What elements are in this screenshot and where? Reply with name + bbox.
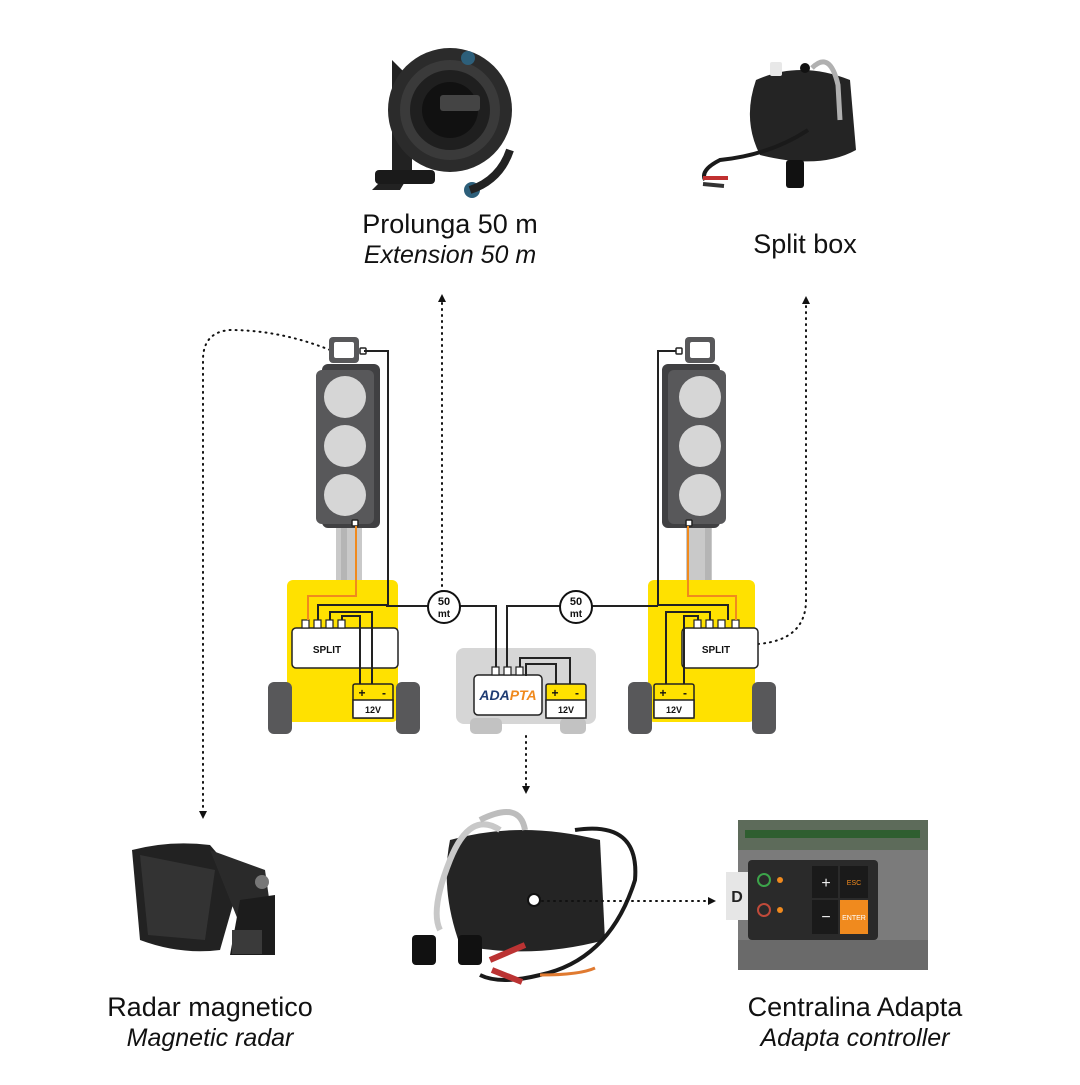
extension-title: Prolunga 50 m xyxy=(362,209,538,239)
radar-image xyxy=(132,843,275,955)
left-battery-plus: + xyxy=(358,686,365,700)
right-battery-plus: + xyxy=(659,686,666,700)
caption-radar: Radar magnetico Magnetic radar xyxy=(80,991,340,1053)
radar-subtitle: Magnetic radar xyxy=(126,1024,294,1053)
right-battery-label: 12V xyxy=(666,705,682,715)
split-box-image xyxy=(702,59,856,188)
caption-split-box: Split box xyxy=(700,228,910,260)
cable-badge-left: 50 mt xyxy=(427,590,461,624)
svg-text:ESC: ESC xyxy=(847,880,861,887)
radar-title: Radar magnetico xyxy=(107,992,313,1022)
controller-subtitle: Adapta controller xyxy=(760,1024,950,1053)
center-device-image xyxy=(412,809,638,985)
controller-title: Centralina Adapta xyxy=(747,992,963,1022)
svg-text:ENTER: ENTER xyxy=(842,915,866,922)
right-split-label: SPLIT xyxy=(702,645,730,656)
caption-controller: Centralina Adapta Adapta controller xyxy=(720,991,990,1053)
adapta-logo: ADAPTA xyxy=(478,687,536,703)
right-battery-minus: - xyxy=(683,686,687,700)
center-battery-label: 12V xyxy=(558,705,574,715)
left-battery-minus: - xyxy=(382,686,386,700)
cable-badge-right: 50 mt xyxy=(559,590,593,624)
svg-text:−: − xyxy=(821,909,830,926)
extension-subtitle: Extension 50 m xyxy=(363,241,537,270)
center-adapta-unit: ADAPTA + - 12V xyxy=(456,648,596,734)
caption-extension: Prolunga 50 m Extension 50 m xyxy=(330,208,570,270)
left-battery-label: 12V xyxy=(365,705,381,715)
cable-reel-image xyxy=(372,48,514,198)
svg-text:mt: mt xyxy=(438,609,451,620)
svg-text:D: D xyxy=(731,889,743,906)
svg-text:50: 50 xyxy=(570,596,582,608)
right-traffic-unit: SPLIT + - 12V xyxy=(628,337,776,734)
left-traffic-unit: SPLIT + - 12V xyxy=(268,337,420,734)
connector-split-box xyxy=(757,296,810,645)
cables-50m xyxy=(386,605,658,667)
left-split-label: SPLIT xyxy=(313,645,341,656)
split-box-title: Split box xyxy=(753,229,857,259)
connector-radar xyxy=(199,328,331,819)
dotted-connectors xyxy=(199,294,810,905)
center-battery-plus: + xyxy=(551,686,558,700)
center-battery-minus: - xyxy=(575,686,579,700)
controller-buttons: + − ESC ENTER D xyxy=(731,875,866,926)
svg-text:mt: mt xyxy=(570,609,583,620)
svg-text:50: 50 xyxy=(438,596,450,608)
svg-text:+: + xyxy=(821,875,830,892)
controller-image xyxy=(726,820,928,970)
